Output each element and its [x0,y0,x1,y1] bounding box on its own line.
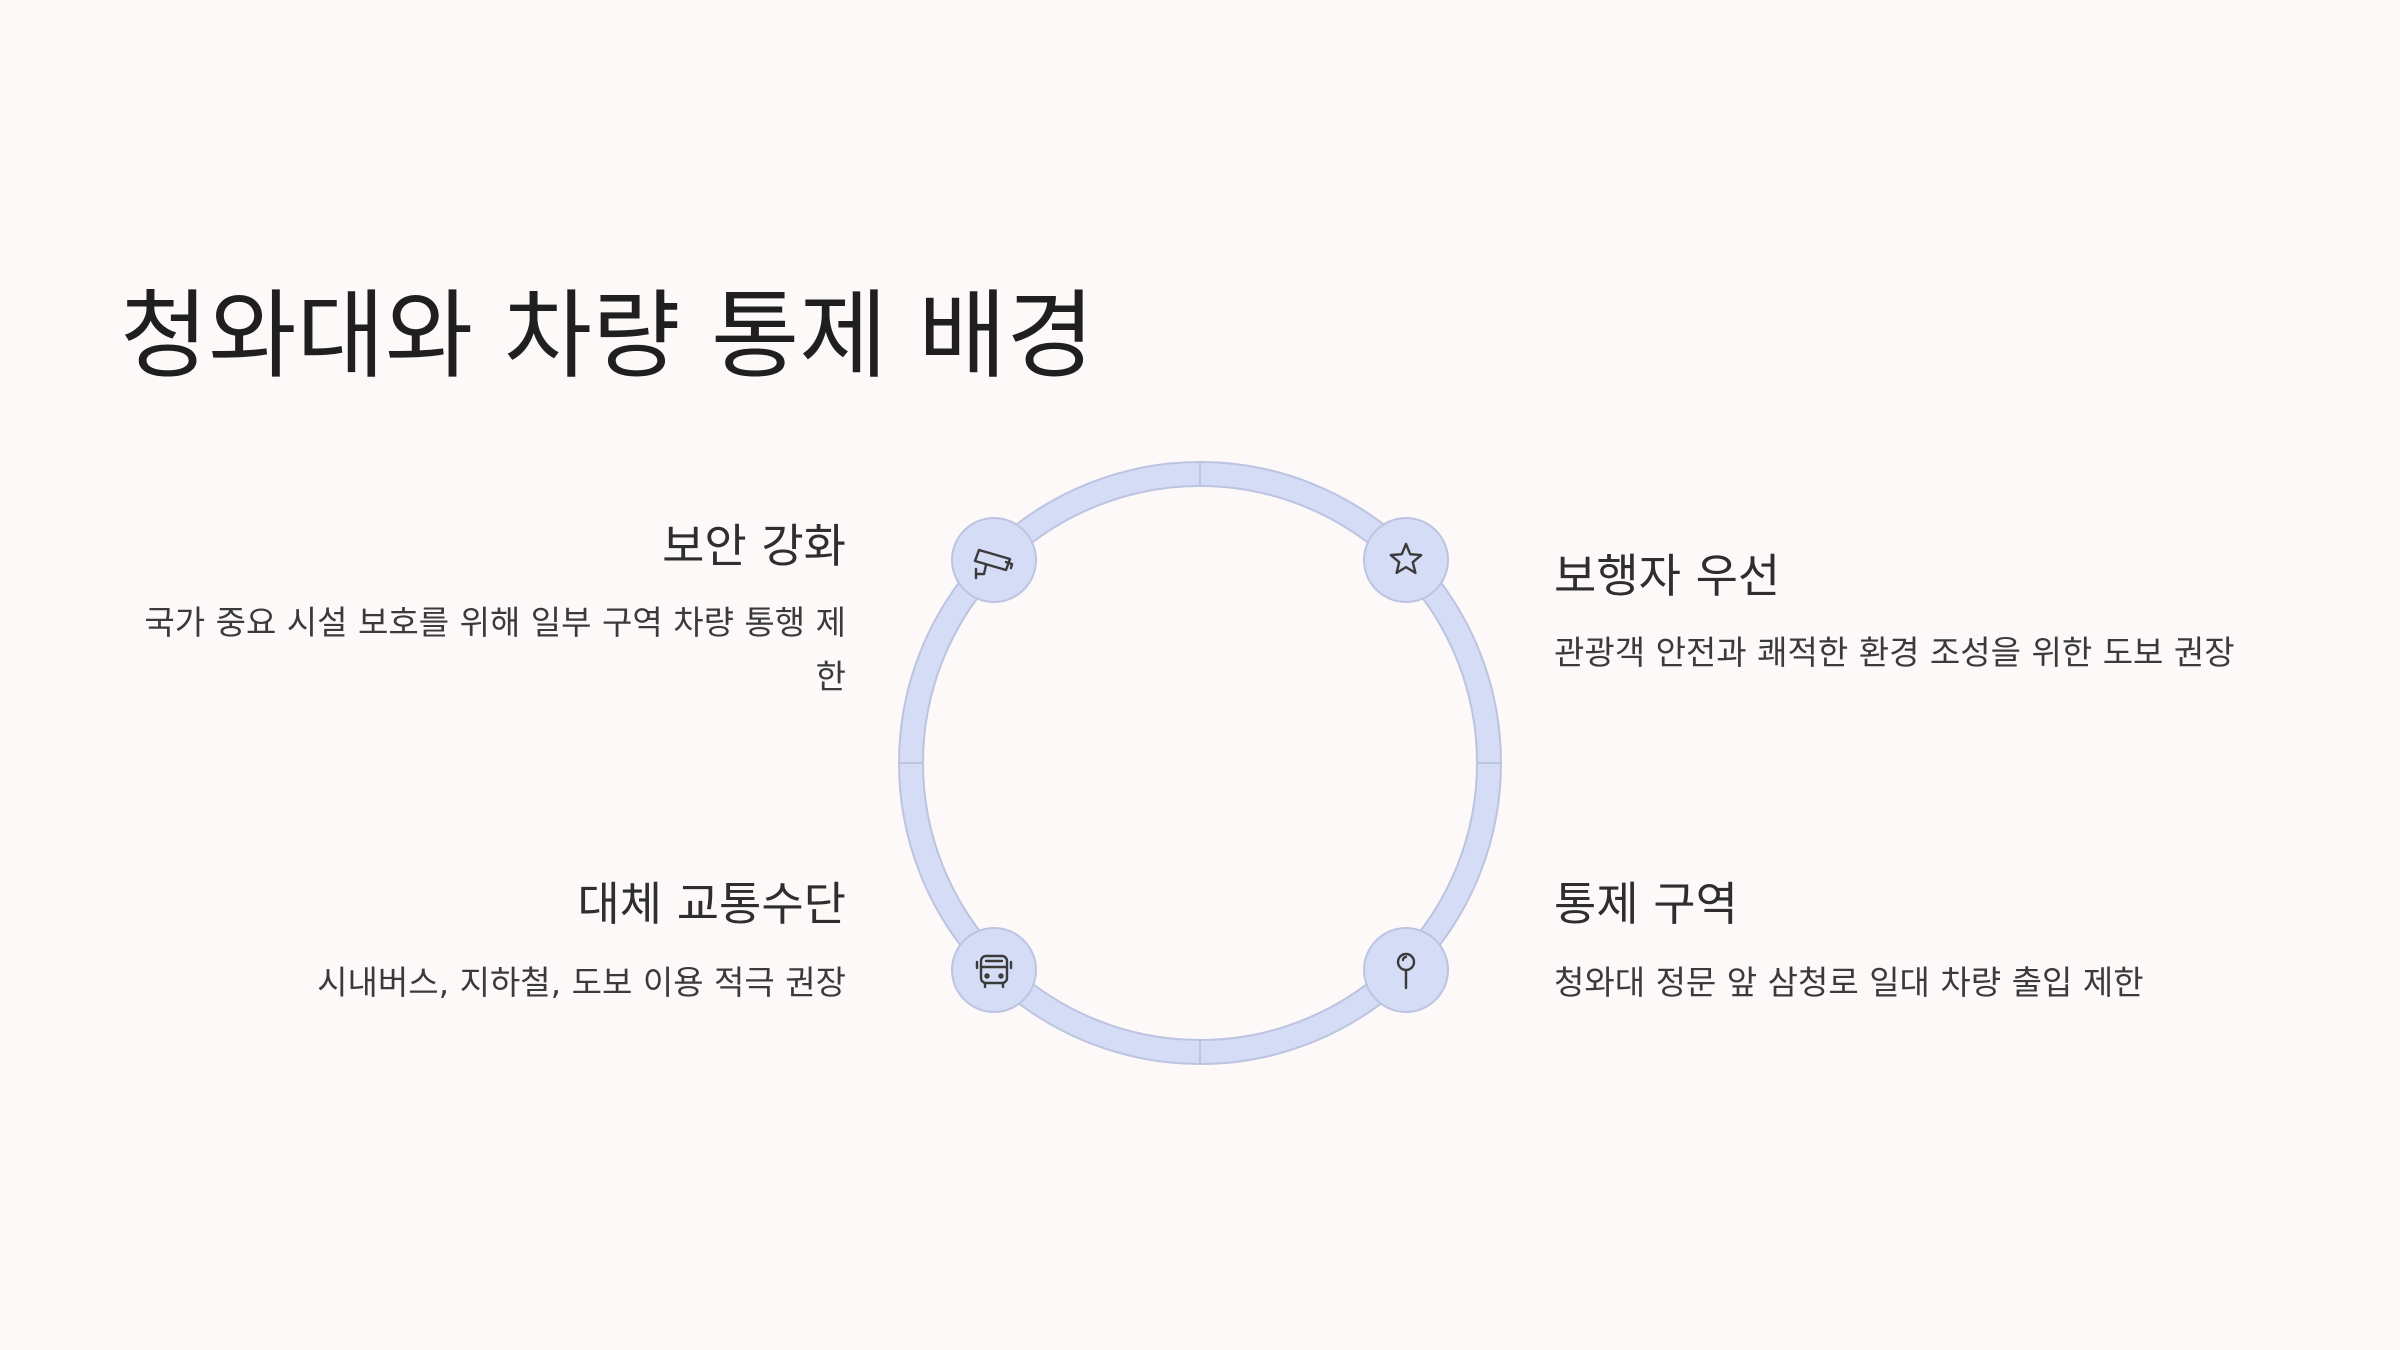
page-title: 청와대와 차량 통제 배경 [120,280,1095,392]
ring-dividers [900,463,1500,1063]
node-pedestrian [1363,517,1449,603]
item-pedestrian: 보행자 우선 관광객 안전과 쾌적한 환경 조성을 위한 도보 권장 [1554,546,2354,680]
item-pedestrian-heading: 보행자 우선 [1554,549,1781,603]
node-security [951,517,1037,603]
item-zone-text: 청와대 정문 앞 삼청로 일대 차량 출입 제한 [1554,963,2144,1002]
map-pin-icon [1396,952,1416,990]
item-security-text: 국가 중요 시설 보호를 위해 일부 구역 차량 통행 제한 [144,603,846,696]
item-transit-heading: 대체 교통수단 [577,877,846,931]
item-security-heading: 보안 강화 [662,519,846,573]
item-transit: 대체 교통수단 시내버스, 지하철, 도보 이용 적극 권장 [130,874,846,1010]
item-zone: 통제 구역 청와대 정문 앞 삼청로 일대 차량 출입 제한 [1554,874,2354,1010]
item-security: 보안 강화 국가 중요 시설 보호를 위해 일부 구역 차량 통행 제한 [130,516,846,704]
star-icon [1389,542,1423,575]
node-transit [951,927,1037,1013]
item-pedestrian-text: 관광객 안전과 쾌적한 환경 조성을 위한 도보 권장 [1554,633,2235,672]
item-zone-heading: 통제 구역 [1554,877,1738,931]
item-transit-text: 시내버스, 지하철, 도보 이용 적극 권장 [317,963,846,1002]
cctv-camera-icon [973,548,1014,580]
bus-icon [975,954,1013,989]
node-zone [1363,927,1449,1013]
